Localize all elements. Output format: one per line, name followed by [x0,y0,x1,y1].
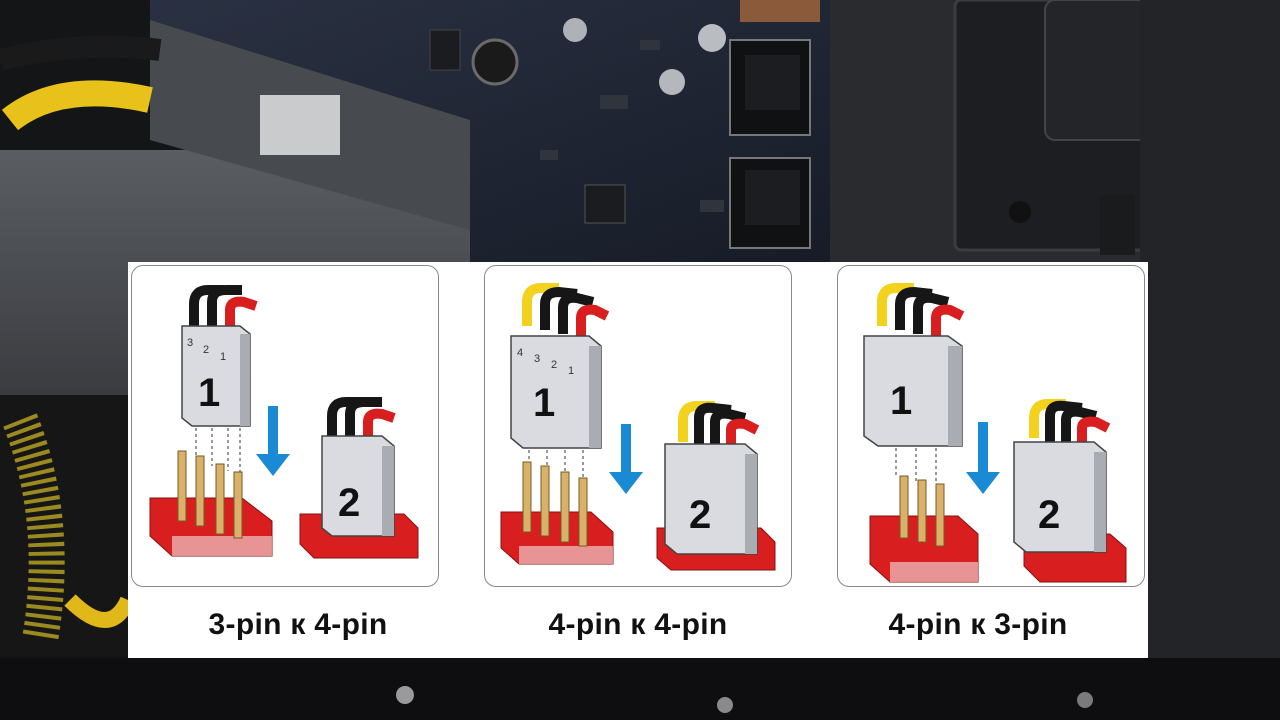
arrow-down-icon [256,406,290,476]
connector-label: 1 [890,379,912,423]
illustration-4pin-to-4pin: 4 3 2 1 1 2 [500,283,776,571]
svg-text:1: 1 [220,351,226,363]
fan-connector-diagram: 3 2 1 1 2 [128,262,1148,658]
caption-4pin-to-3pin: 4-pin к 3-pin [888,608,1068,641]
svg-text:1: 1 [568,365,574,377]
connector-label: 1 [533,381,555,425]
arrow-down-icon [609,424,643,494]
connector-label: 1 [198,371,220,415]
caption-3pin-to-4pin: 3-pin к 4-pin [208,608,388,641]
svg-text:2: 2 [551,359,557,371]
illustration-4pin-to-3pin: 1 2 [863,283,1127,583]
header-label: 2 [689,493,711,537]
panel-3pin-to-4pin: 3 2 1 1 2 [131,265,439,587]
svg-text:3: 3 [534,353,540,365]
panel-4pin-to-4pin: 4 3 2 1 1 2 [484,265,792,587]
svg-text:4: 4 [517,347,523,359]
panel-4pin-to-3pin: 1 2 [837,265,1145,587]
svg-text:3: 3 [187,337,193,349]
caption-4pin-to-4pin: 4-pin к 4-pin [548,608,728,641]
svg-text:2: 2 [203,344,209,356]
illustration-3pin-to-4pin: 3 2 1 1 2 [149,285,419,559]
arrow-down-icon [966,422,1000,494]
header-label: 2 [338,481,360,525]
header-label: 2 [1038,493,1060,537]
